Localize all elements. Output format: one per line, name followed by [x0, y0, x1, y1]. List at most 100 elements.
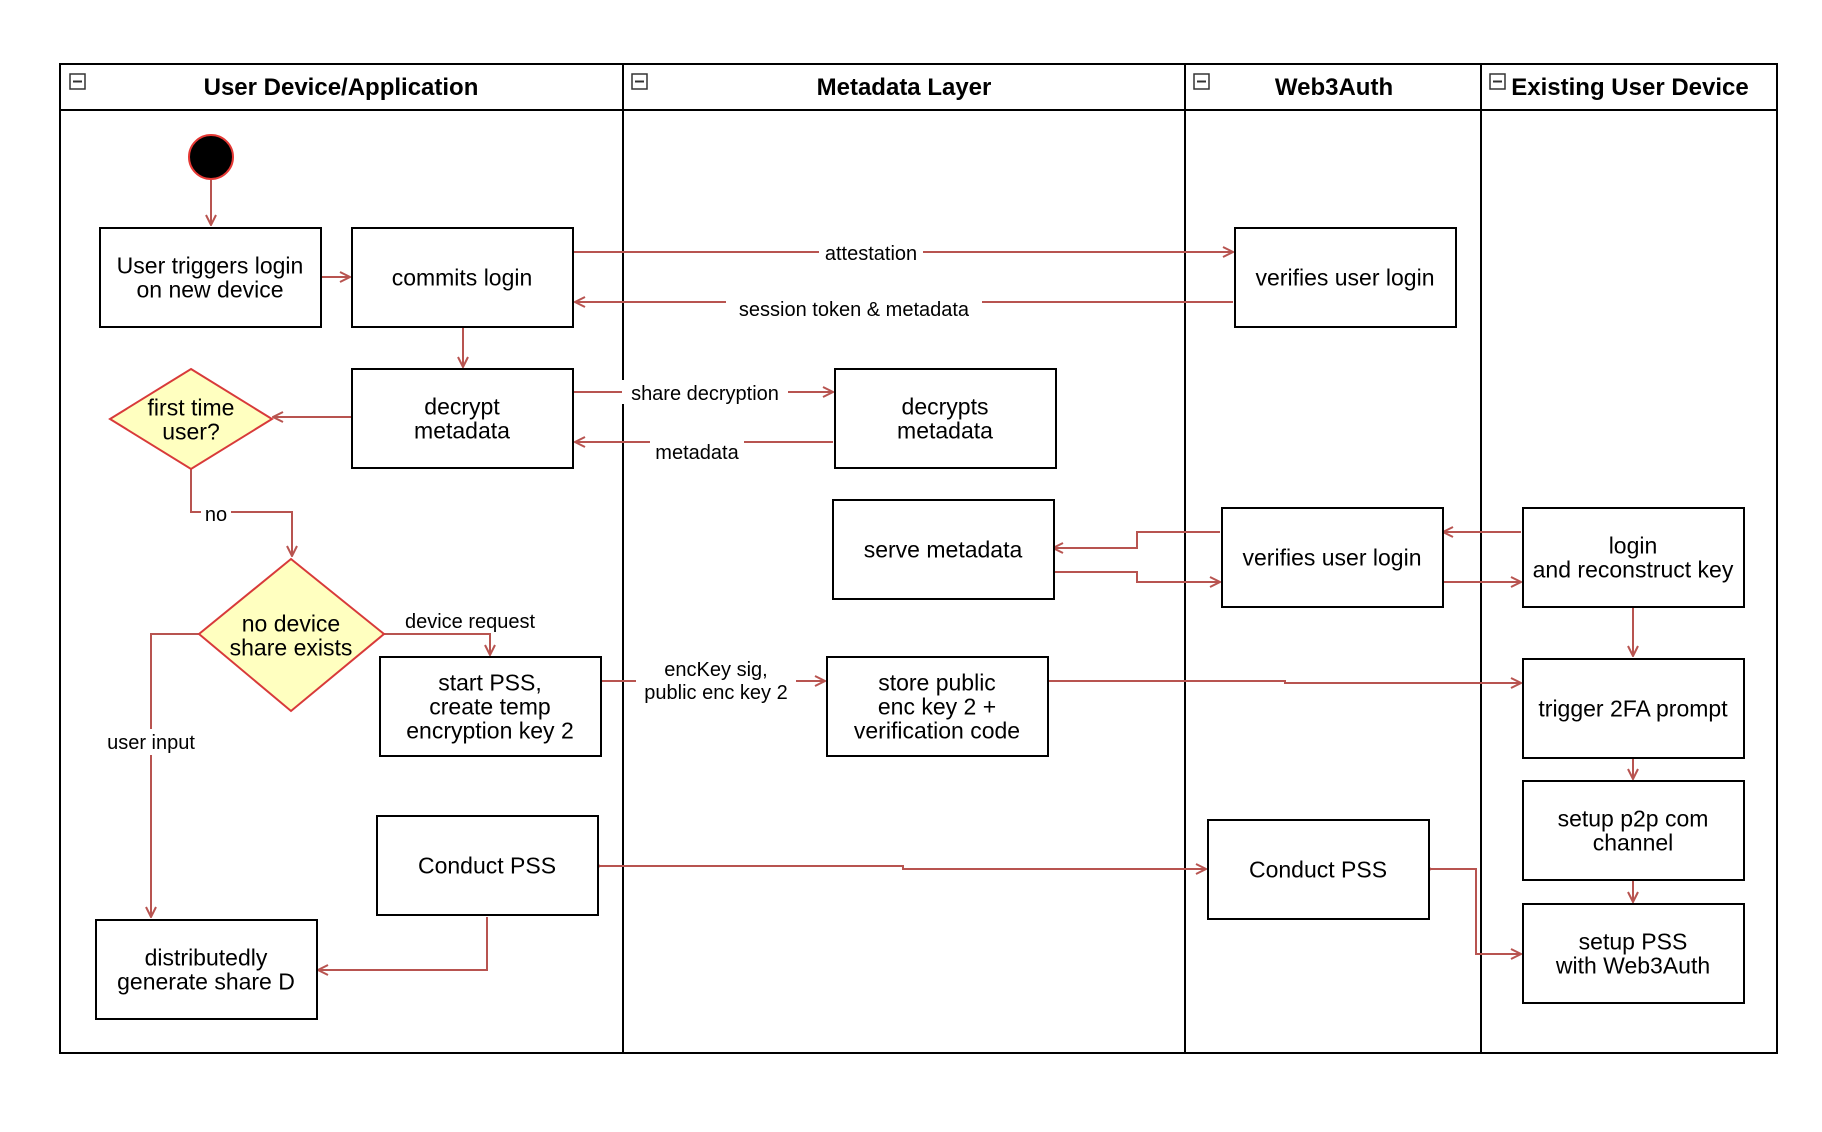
edge-verify-to-serve	[1053, 531, 1220, 548]
text-line: metadata	[414, 417, 510, 443]
text-line: verifies user login	[1256, 264, 1435, 290]
lane-metadata: Metadata Layer	[631, 73, 992, 101]
edge-label-user-input-text: user input	[107, 732, 195, 754]
text-line: store public	[878, 669, 996, 695]
text-line: start PSS,	[438, 669, 542, 695]
text-line: public enc key 2	[644, 682, 787, 704]
edge-label-attestation: attestation	[819, 240, 923, 265]
text-line: encryption key 2	[406, 717, 573, 743]
edge-pss-w3a-existing	[1431, 869, 1521, 954]
swimlane-frame	[59, 63, 1778, 1054]
lane-title-user: User Device/Application	[204, 74, 479, 101]
lane-web3auth: Web3Auth	[1193, 73, 1393, 101]
node-serve-metadata[interactable]: serve metadata	[832, 499, 1055, 600]
node-label-verifies-login-2: verifies user login	[1243, 544, 1422, 570]
node-label-conduct-pss-w3a: Conduct PSS	[1249, 856, 1387, 882]
text-line: User triggers login	[117, 252, 304, 278]
text-line: with Web3Auth	[1555, 952, 1710, 978]
text-line: and reconstruct key	[1533, 556, 1734, 582]
text-line: on new device	[136, 276, 283, 302]
lane-title-metadata: Metadata Layer	[817, 74, 992, 101]
text-line: channel	[1593, 829, 1674, 855]
edge-store-to-2fa	[1048, 681, 1521, 683]
edge-serve-to-verify	[1053, 571, 1220, 582]
text-line: user?	[162, 418, 220, 444]
minus-square-icon[interactable]	[1489, 73, 1506, 90]
text-line: generate share D	[117, 968, 295, 994]
edge-label-enckey-sig-text: encKey sig,public enc key 2	[644, 659, 787, 704]
text-line: share exists	[230, 634, 353, 660]
edge-nodevice-to-generate	[151, 633, 200, 917]
edge-label-share-decryption-text: share decryption	[631, 383, 779, 405]
edge-labels: attestation session token & metadata sha…	[98, 240, 982, 755]
node-label-trigger-2fa: trigger 2FA prompt	[1538, 695, 1728, 721]
edge-first-to-nodevice	[190, 467, 292, 556]
edge-label-metadata-text: metadata	[655, 442, 739, 464]
edge-label-metadata: metadata	[650, 440, 744, 466]
node-verifies-user-login-1[interactable]: verifies user login	[1234, 227, 1457, 328]
minus-square-icon[interactable]	[69, 73, 86, 90]
text-line: setup PSS	[1579, 928, 1688, 954]
node-label-serve-metadata: serve metadata	[864, 536, 1023, 562]
text-line: Conduct PSS	[1249, 856, 1387, 882]
minus-square-icon[interactable]	[631, 73, 648, 90]
text-line: login	[1609, 532, 1658, 558]
text-line: serve metadata	[864, 536, 1023, 562]
text-line: setup p2p com	[1558, 805, 1709, 831]
lane-existing-device: Existing User Device	[1489, 73, 1749, 101]
lane-title-web3auth: Web3Auth	[1275, 74, 1393, 101]
edge-label-device-request-text: device request	[405, 611, 536, 633]
edge-pss-user-w3a	[600, 866, 1206, 869]
node-trigger-2fa-prompt[interactable]: trigger 2FA prompt	[1522, 658, 1745, 759]
text-line: enc key 2 +	[878, 693, 996, 719]
node-verifies-user-login-2[interactable]: verifies user login	[1221, 507, 1444, 608]
text-line: create temp	[429, 693, 550, 719]
node-label-conduct-pss-user: Conduct PSS	[418, 852, 556, 878]
node-conduct-pss-web3auth[interactable]: Conduct PSS	[1207, 819, 1430, 920]
edge-label-no: no	[201, 501, 231, 526]
minus-square-icon[interactable]	[1193, 73, 1210, 90]
node-label-verifies-login-1: verifies user login	[1256, 264, 1435, 290]
edge-label-no-text: no	[205, 504, 227, 526]
node-conduct-pss-user[interactable]: Conduct PSS	[376, 815, 599, 916]
text-line: first time	[148, 394, 235, 420]
text-line: decrypt	[424, 393, 500, 419]
text-line: metadata	[897, 417, 993, 443]
text-line: verifies user login	[1243, 544, 1422, 570]
edge-label-session-token-text: session token & metadata	[739, 299, 970, 321]
text-line: trigger 2FA prompt	[1538, 695, 1728, 721]
edge-label-user-input: user input	[98, 729, 204, 755]
text-line: no device	[242, 610, 340, 636]
text-line: distributedly	[145, 944, 268, 970]
edge-label-device-request: device request	[405, 611, 536, 633]
lane-title-existing-device: Existing User Device	[1511, 74, 1748, 101]
edge-label-share-decryption: share decryption	[622, 380, 788, 405]
lane-user: User Device/Application	[69, 73, 479, 101]
text-line: decrypts	[902, 393, 989, 419]
edge-nodevice-to-startpss	[384, 633, 490, 655]
node-commits-login[interactable]: commits login	[351, 227, 574, 328]
edge-label-enckey-sig: encKey sig,public enc key 2	[636, 656, 796, 710]
text-line: commits login	[392, 264, 533, 290]
